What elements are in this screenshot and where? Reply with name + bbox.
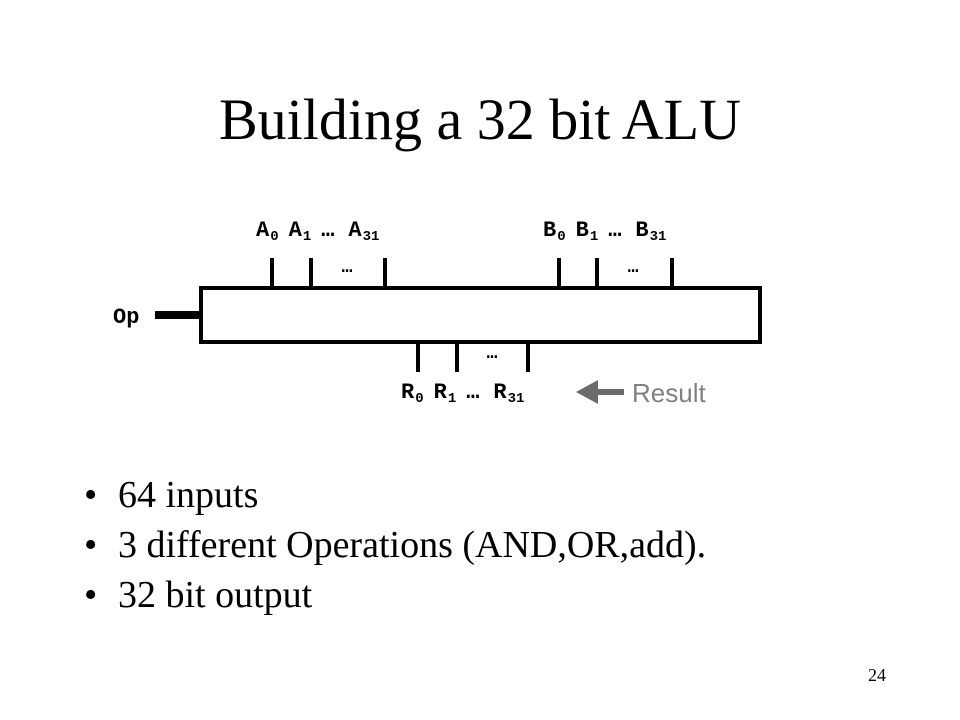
label-a0-base: A bbox=[256, 218, 270, 243]
label-b-ellipsis: … bbox=[608, 218, 621, 243]
label-b1-base: B bbox=[576, 218, 589, 243]
label-b1-sub: 1 bbox=[590, 229, 598, 245]
result-label: Result bbox=[632, 378, 706, 408]
page-number: 24 bbox=[868, 665, 886, 685]
result-arrow-icon bbox=[576, 380, 624, 404]
label-b31-sub: 31 bbox=[650, 229, 667, 245]
label-r31-base: R bbox=[493, 380, 507, 405]
label-a1-base: A bbox=[289, 218, 303, 243]
label-a31-sub: 31 bbox=[363, 229, 380, 245]
bullet-text: 32 bit output bbox=[118, 574, 313, 616]
label-a0-sub: 0 bbox=[270, 229, 278, 245]
label-a1-sub: 1 bbox=[303, 229, 311, 245]
label-b31-base: B bbox=[635, 218, 648, 243]
op-label: Op bbox=[113, 305, 139, 330]
bullet-marker: • bbox=[84, 524, 98, 566]
label-b0-base: B bbox=[543, 218, 556, 243]
label-b0-sub: 0 bbox=[557, 229, 565, 245]
wire-ellipsis-a: … bbox=[342, 258, 353, 278]
label-r1-sub: 1 bbox=[448, 391, 456, 407]
wire-ellipsis-r: … bbox=[487, 344, 498, 364]
bullet-item: • 64 inputs bbox=[84, 470, 706, 520]
bullet-item: • 3 different Operations (AND,OR,add). bbox=[84, 520, 706, 570]
bullet-marker: • bbox=[84, 474, 98, 516]
label-r0-base: R bbox=[401, 380, 415, 405]
label-r1-base: R bbox=[434, 380, 448, 405]
label-a-ellipsis: … bbox=[321, 218, 334, 243]
bullet-text: 64 inputs bbox=[118, 474, 259, 516]
bullet-item: • 32 bit output bbox=[84, 570, 706, 620]
alu-box bbox=[199, 286, 762, 344]
slide-title: Building a 32 bit ALU bbox=[219, 87, 741, 152]
wire-ellipsis-b: … bbox=[628, 258, 639, 278]
label-r-ellipsis: … bbox=[466, 380, 479, 405]
label-r0-sub: 0 bbox=[415, 391, 423, 407]
bullet-text: 3 different Operations (AND,OR,add). bbox=[118, 524, 707, 566]
bullet-list: • 64 inputs • 3 different Operations (AND,… bbox=[84, 470, 706, 620]
bullet-marker: • bbox=[84, 574, 98, 616]
label-a31-base: A bbox=[348, 218, 362, 243]
label-r31-sub: 31 bbox=[508, 391, 525, 407]
